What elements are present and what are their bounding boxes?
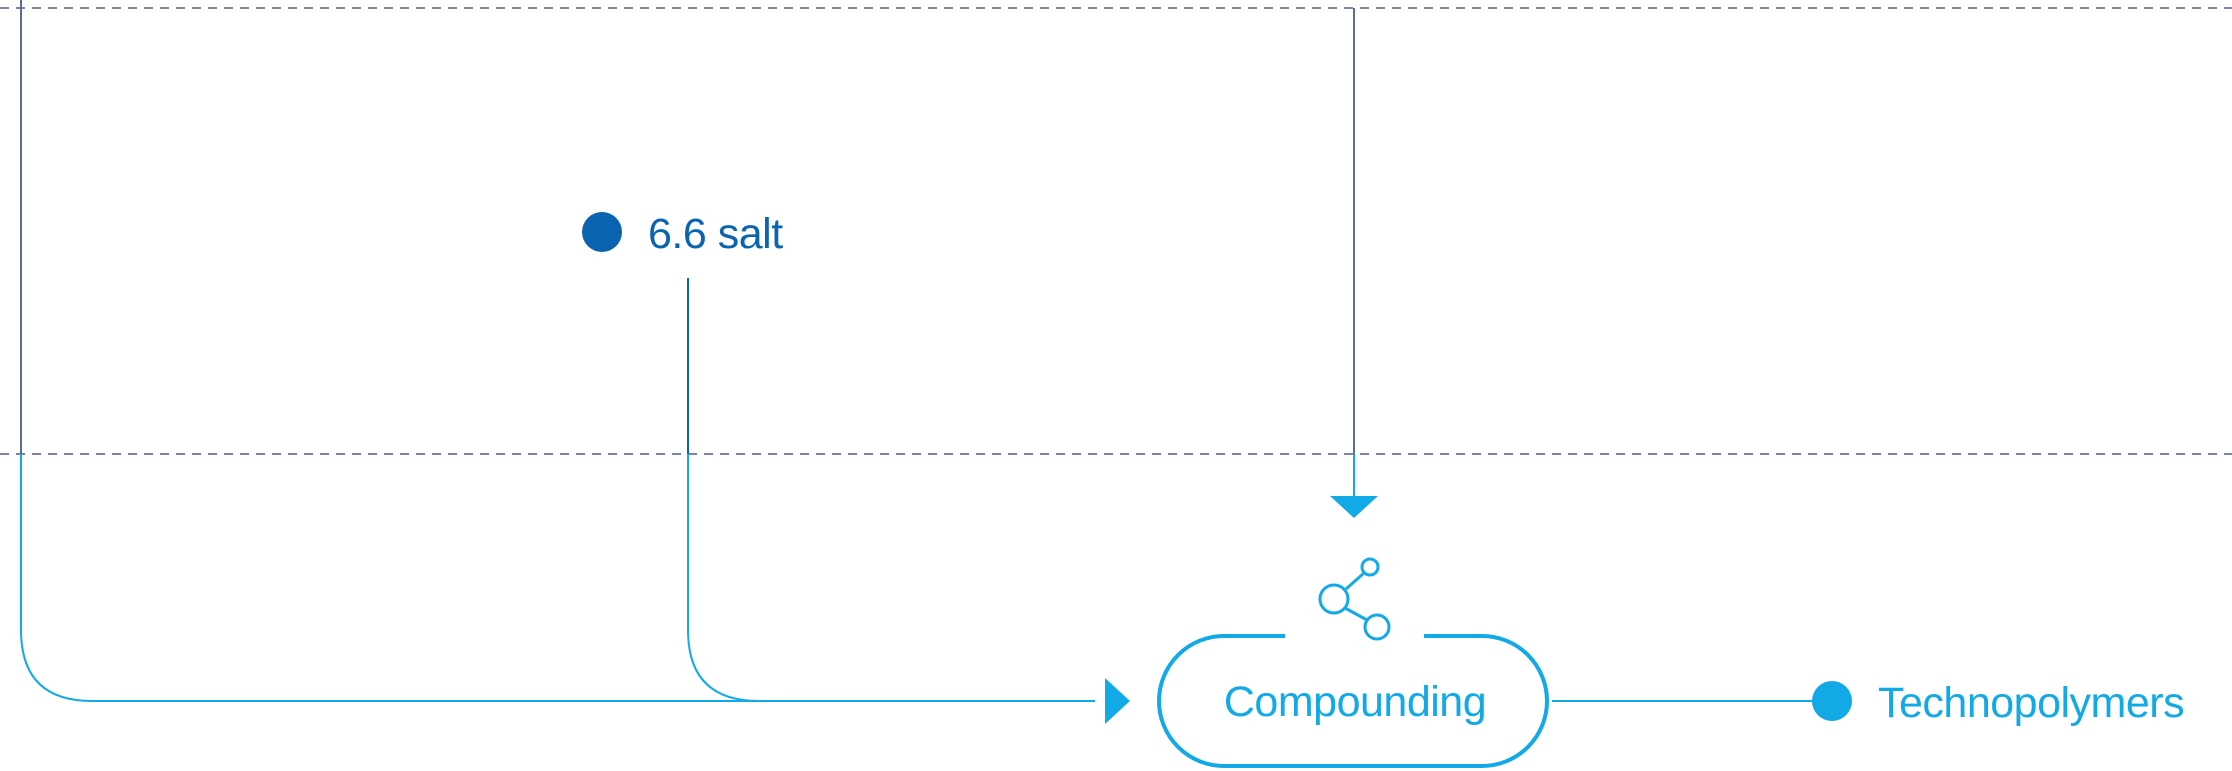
left-flow-line-lower bbox=[20, 454, 1095, 702]
salt-flow-line-lower bbox=[687, 454, 760, 702]
compounding-label: Compounding bbox=[1224, 678, 1486, 726]
molecule-icon bbox=[1318, 557, 1391, 641]
technopolymers-dot bbox=[1812, 681, 1852, 721]
salt-dot bbox=[582, 212, 622, 252]
compounding-pill bbox=[1157, 634, 1549, 768]
technopolymers-label: Technopolymers bbox=[1878, 679, 2184, 727]
technopolymers-node: Technopolymers bbox=[1812, 679, 2185, 727]
arrow-right-head bbox=[1105, 678, 1130, 724]
arrow-down-head bbox=[1330, 496, 1378, 518]
salt-label: 6.6 salt bbox=[648, 210, 783, 258]
salt-node: 6.6 salt bbox=[582, 210, 784, 258]
compounding-node[interactable]: Compounding bbox=[1157, 557, 1549, 768]
